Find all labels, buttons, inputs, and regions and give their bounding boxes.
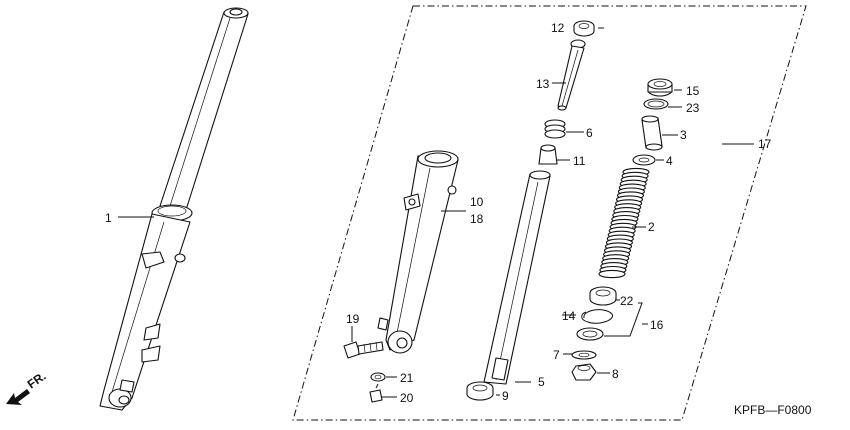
leader-lines: [118, 27, 754, 398]
front-direction-arrow: FR.: [6, 369, 49, 405]
dust-seal: [576, 327, 604, 341]
callout-22: 22: [620, 294, 634, 308]
arrow-icon: [6, 389, 30, 405]
callout-5: 5: [538, 375, 545, 389]
sealing-washer: [370, 372, 386, 382]
diagram-code: KPFB—F0800: [734, 403, 812, 417]
hex-nut: [571, 363, 597, 381]
oil-seal: [589, 286, 617, 306]
assembled-fork: [99, 7, 249, 411]
callout-14: 14: [562, 309, 576, 323]
callout-2: 2: [648, 220, 655, 234]
callout-16: 16: [650, 318, 664, 332]
callout-12: 12: [551, 21, 565, 35]
callout-9: 9: [502, 389, 509, 403]
callout-13: 13: [536, 77, 550, 91]
callout-20: 20: [400, 391, 414, 405]
piston-ring: [466, 381, 494, 401]
socket-bolt: [343, 341, 384, 359]
callout-1: 1: [105, 211, 112, 225]
fork-spring: [598, 167, 650, 279]
callout-11: 11: [573, 154, 586, 168]
rebound-spring: [544, 119, 566, 139]
callout-10: 10: [470, 195, 484, 209]
spring-collar: [641, 115, 663, 151]
callout-6: 6: [586, 126, 593, 140]
damper-rod: [557, 39, 586, 111]
stopper-ring: [573, 20, 595, 37]
stop-ring: [581, 309, 614, 324]
callout-15: 15: [686, 84, 700, 98]
callout-19: 19: [346, 312, 360, 326]
callout-23: 23: [686, 101, 700, 115]
callout-4: 4: [666, 154, 673, 168]
oil-lock-piece: [538, 144, 558, 165]
callout-3: 3: [680, 128, 687, 142]
callout-17: 17: [758, 137, 772, 151]
direction-label: FR.: [25, 369, 49, 392]
fork-bolt: [647, 78, 673, 97]
callout-7: 7: [553, 348, 560, 362]
callouts: 1 2 3 4 5 6 7 8 9 10 11 12 13 14 15 16 1…: [105, 21, 772, 405]
drain-bolt: [369, 383, 383, 403]
fork-slider: [377, 150, 459, 354]
fork-pipe: [483, 170, 551, 385]
callout-21: 21: [400, 371, 414, 385]
assembly-enclosure: [292, 5, 807, 421]
plain-washer: [571, 350, 597, 360]
callout-18: 18: [470, 212, 484, 226]
o-ring: [643, 98, 669, 110]
spring-seat: [632, 154, 656, 166]
callout-8: 8: [612, 367, 619, 381]
spring-coil: [598, 269, 626, 279]
